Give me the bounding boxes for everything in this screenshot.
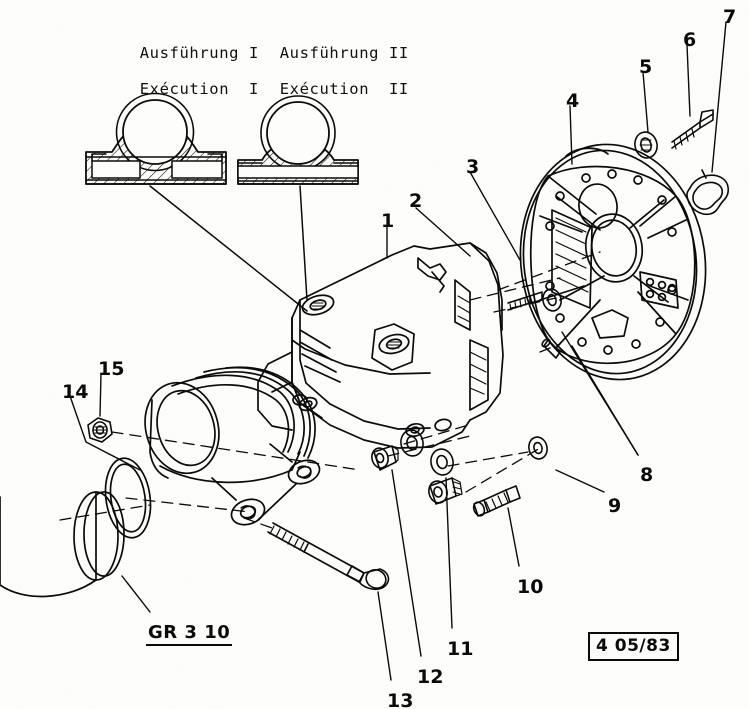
callout-15[interactable]: 15: [98, 358, 125, 380]
callout-9[interactable]: 9: [608, 495, 622, 517]
callout-13[interactable]: 13: [387, 690, 414, 709]
callout-1[interactable]: 1: [381, 210, 395, 232]
callout-11[interactable]: 11: [447, 638, 474, 660]
callout-2[interactable]: 2: [409, 190, 423, 212]
callout-7[interactable]: 7: [723, 6, 737, 28]
callout-6[interactable]: 6: [683, 29, 697, 51]
callout-4[interactable]: 4: [566, 90, 580, 112]
callout-10[interactable]: 10: [517, 576, 544, 598]
callout-12[interactable]: 12: [417, 666, 444, 688]
variant-2-label-fr: Exécution II: [279, 80, 409, 98]
callout-14[interactable]: 14: [62, 381, 89, 403]
callout-8[interactable]: 8: [640, 464, 654, 486]
document-code-box: 4 05/83: [588, 632, 679, 661]
variant-1-label-fr: Exécution I: [139, 80, 259, 98]
callout-3[interactable]: 3: [466, 156, 480, 178]
callout-5[interactable]: 5: [639, 56, 653, 78]
variant-2-heading: Ausführung II Exécution II: [240, 26, 409, 116]
variant-2-label-de: Ausführung II: [279, 44, 409, 62]
group-label: GR 3 10: [146, 622, 233, 646]
variant-1-label-de: Ausführung I: [139, 44, 259, 62]
variant-1-heading: Ausführung I Exécution I: [100, 26, 259, 116]
